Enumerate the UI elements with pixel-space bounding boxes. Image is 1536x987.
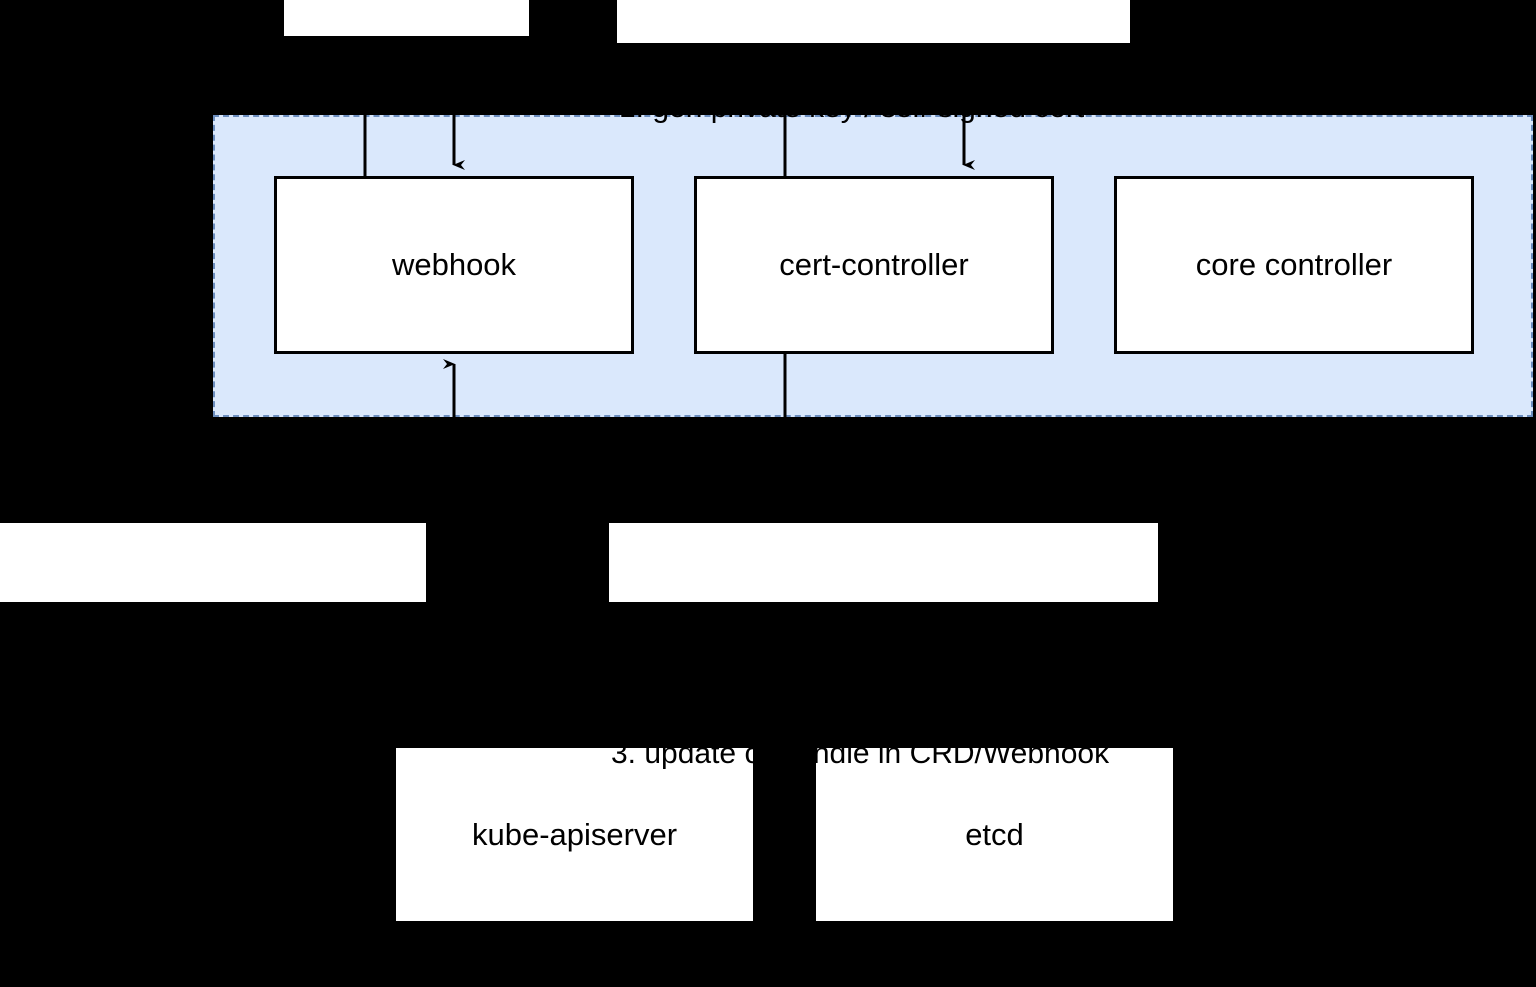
edge-label-configure-tls: 4. configure TLS [284, 0, 529, 106]
node-cert-controller-label: cert-controller [779, 247, 969, 283]
node-etcd[interactable]: etcd [816, 748, 1173, 921]
node-webhook-label: webhook [391, 247, 517, 283]
node-core-controller[interactable]: core controller [1114, 176, 1474, 354]
edge-label-write-secret-line-2: 3. update caBundle in CRD/Webhook [611, 737, 1110, 770]
edge-label-write-secret: 2. write TLS secret 3. update caBundle i… [609, 523, 1158, 770]
node-webhook[interactable]: webhook [274, 176, 634, 354]
edge-label-gen-key-line-1: 1. gen private key / self-signed cert [619, 91, 1085, 124]
node-kube-apiserver-label: kube-apiserver [471, 816, 678, 852]
edge-label-send-webhook: 5. send conversion/validating webhook [0, 523, 426, 770]
edge-label-configure-tls-line-1: 4. configure TLS [296, 73, 517, 106]
node-cert-controller[interactable]: cert-controller [694, 176, 1054, 354]
node-etcd-label: etcd [965, 816, 1024, 852]
edge-label-send-webhook-line-1: 5. send conversion/validating [19, 611, 407, 644]
edge-label-gen-key: 1. gen private key / self-signed cert [617, 0, 1130, 124]
edge-label-send-webhook-line-2: webhook [152, 737, 274, 770]
edge-label-write-secret-line-1: 2. write TLS secret [611, 611, 861, 644]
node-core-controller-label: core controller [1195, 247, 1393, 283]
node-kube-apiserver[interactable]: kube-apiserver [396, 748, 753, 921]
